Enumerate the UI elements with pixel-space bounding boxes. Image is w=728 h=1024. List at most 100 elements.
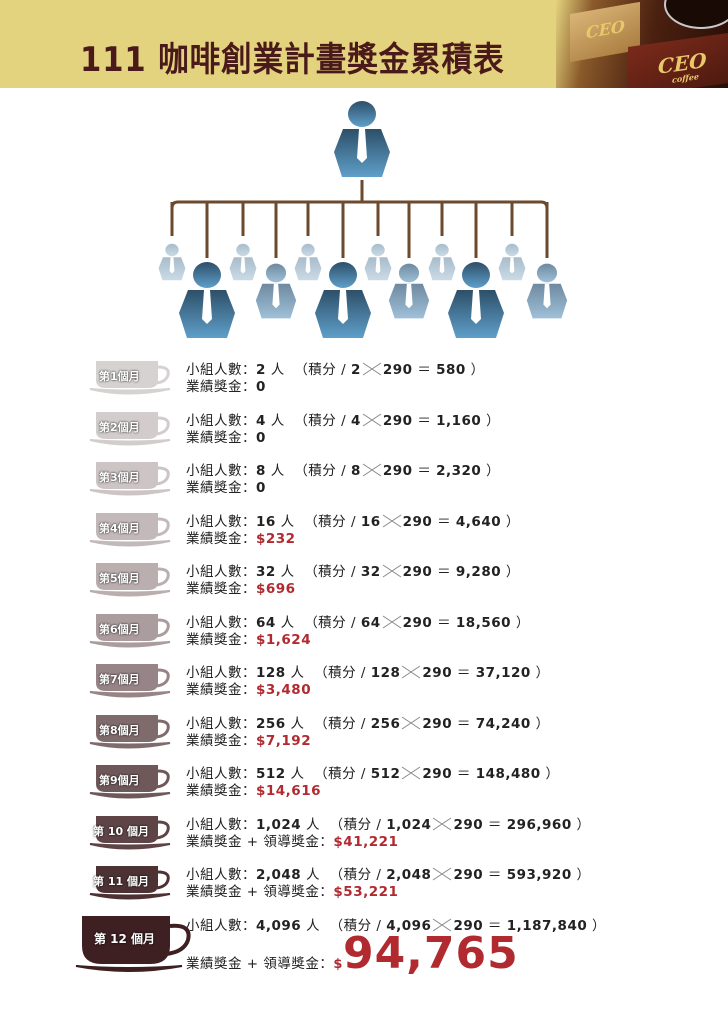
person-icon xyxy=(294,243,322,281)
point-value: 290 xyxy=(402,564,433,580)
multiply-icon xyxy=(433,918,452,931)
coffee-cup-icon xyxy=(89,866,171,900)
amount-symbol: $ xyxy=(333,956,343,972)
bonus-line: 業績獎金：0 xyxy=(186,476,266,496)
points-label: （積分 / xyxy=(304,614,357,631)
multiply-icon xyxy=(402,665,421,679)
coffee-cup-icon xyxy=(89,361,171,395)
bonus-amount: 94,765 xyxy=(342,927,519,979)
coffee-cup-icon xyxy=(89,664,171,698)
month-badge: 第8個月 xyxy=(99,723,140,737)
person-icon xyxy=(498,243,526,281)
group-size-label: 小組人數： xyxy=(186,867,256,883)
close-paren: ） xyxy=(470,362,485,378)
group-size-label: 小組人數： xyxy=(186,564,256,580)
people-count: 4 xyxy=(256,412,266,429)
equals-sign: ＝ xyxy=(456,715,471,732)
multiply-icon xyxy=(362,413,382,426)
people-count: 256 xyxy=(370,715,401,732)
equals-sign: ＝ xyxy=(417,362,432,378)
points-total: 18,560 xyxy=(455,614,512,631)
person-unit: 人 xyxy=(290,766,305,782)
multiply-icon xyxy=(382,514,401,527)
coffee-cup-image xyxy=(664,0,728,29)
multiply-icon xyxy=(362,463,382,477)
points-label: （積分 / xyxy=(304,513,357,530)
points-total: 2,320 xyxy=(436,463,482,479)
bonus-line: 業績獎金：$232 xyxy=(186,527,296,547)
person-icon xyxy=(229,243,257,281)
month-badge: 第6個月 xyxy=(99,622,140,636)
person-unit: 人 xyxy=(290,715,305,732)
month-badge: 第 10 個月 xyxy=(93,824,149,838)
person-unit: 人 xyxy=(306,917,320,934)
bonus-amount: $53,221 xyxy=(333,884,399,900)
bonus-label: 業績獎金： xyxy=(186,631,256,648)
connector-line xyxy=(170,200,549,258)
close-paren: ） xyxy=(535,715,550,732)
bonus-amount: $232 xyxy=(256,530,296,547)
points-label: （積分 / xyxy=(294,412,347,429)
bonus-label: 業績獎金 + 領導獎金： xyxy=(186,884,334,900)
points-label: （積分 / xyxy=(329,867,382,883)
group-size-label: 小組人數： xyxy=(186,917,256,934)
bonus-line: 業績獎金 + 領導獎金：$41,221 xyxy=(186,830,398,850)
point-value: 290 xyxy=(382,463,413,479)
bonus-line: 業績獎金：0 xyxy=(186,426,266,446)
person-unit: 人 xyxy=(306,816,320,833)
bonus-line: 業績獎金 + 領導獎金：$94,765 xyxy=(186,928,519,979)
month-badge: 第 12 個月 xyxy=(94,931,156,946)
month-badge: 第7個月 xyxy=(99,673,140,686)
bonus-label: 業績獎金 + 領導獎金： xyxy=(186,833,334,850)
bonus-amount: $1,624 xyxy=(256,631,312,648)
equals-sign: ＝ xyxy=(487,816,502,833)
point-value: 290 xyxy=(422,766,453,782)
month-badge: 第2個月 xyxy=(99,420,140,434)
people-count: 128 xyxy=(370,665,401,681)
close-paren: ） xyxy=(592,917,607,934)
person-icon xyxy=(179,262,235,338)
person-icon xyxy=(255,263,297,319)
equals-sign: ＝ xyxy=(437,564,452,580)
person-unit: 人 xyxy=(270,362,285,378)
close-paren: ） xyxy=(486,463,501,479)
bonus-label: 業績獎金： xyxy=(186,480,256,496)
bonus-line: 業績獎金：0 xyxy=(186,375,266,395)
points-total: 296,960 xyxy=(506,816,572,833)
bonus-amount: 0 xyxy=(256,429,266,446)
people-count: 32 xyxy=(256,564,276,580)
coffee-cup-icon xyxy=(89,462,171,496)
group-size-label: 小組人數： xyxy=(186,816,256,833)
month-badge: 第9個月 xyxy=(99,774,140,787)
people-count: 128 xyxy=(256,665,286,681)
multiply-icon xyxy=(433,867,452,881)
close-paren: ） xyxy=(486,412,501,429)
points-label: （積分 / xyxy=(329,917,382,934)
person-unit: 人 xyxy=(270,412,285,429)
bonus-line: 業績獎金：$7,192 xyxy=(186,729,311,749)
person-unit: 人 xyxy=(280,564,295,580)
points-total: 593,920 xyxy=(506,867,572,883)
point-value: 290 xyxy=(422,665,453,681)
people-count: 2 xyxy=(350,362,361,378)
bonus-amount: $41,221 xyxy=(333,833,399,850)
points-total: 1,160 xyxy=(436,412,482,429)
people-count: 512 xyxy=(370,766,401,782)
person-icon xyxy=(158,243,186,281)
bonus-line: 業績獎金：$14,616 xyxy=(186,779,321,799)
close-paren: ） xyxy=(515,614,530,631)
point-value: 290 xyxy=(453,816,484,833)
